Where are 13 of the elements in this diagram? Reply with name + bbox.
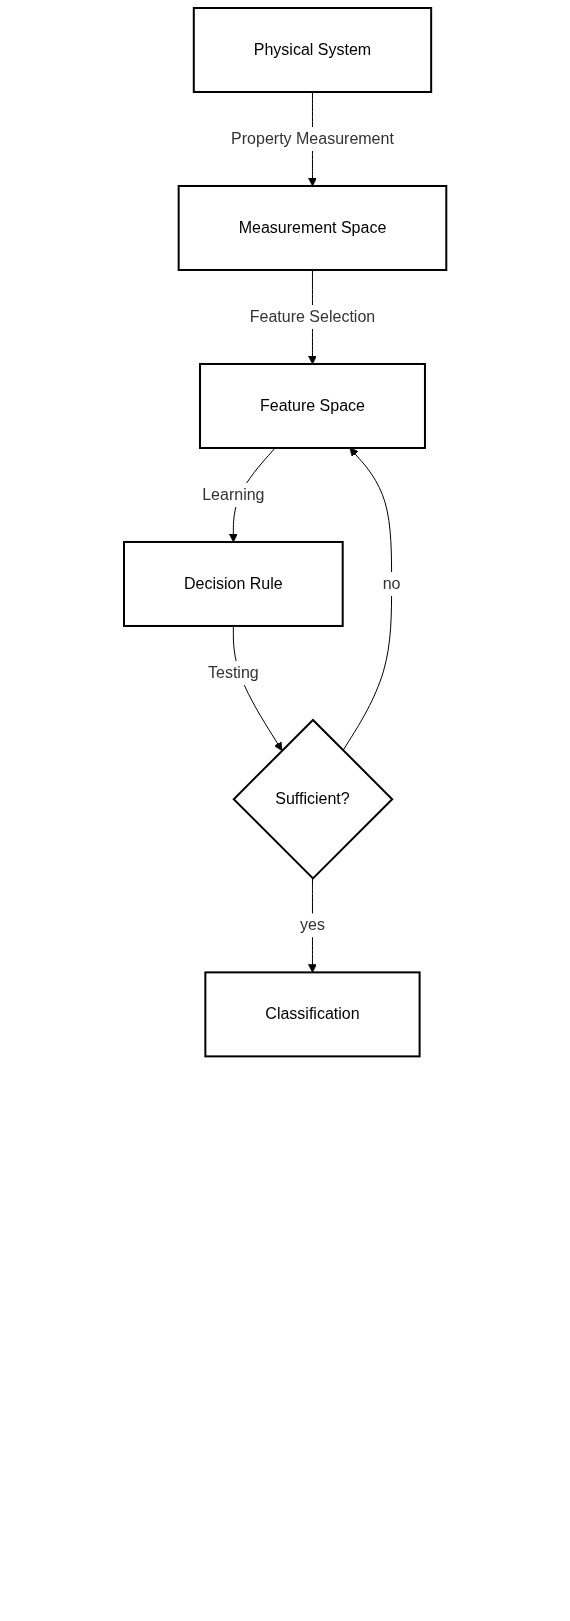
edge-label: Property Measurement <box>230 129 394 147</box>
node-box: Measurement Space <box>177 185 448 271</box>
arrow <box>342 447 392 751</box>
node-box: Feature Space <box>198 363 426 449</box>
edge-label: Testing <box>207 663 259 681</box>
edge-label: yes <box>299 916 325 934</box>
node-box: Physical System <box>192 7 432 93</box>
edge-label: no <box>382 574 401 592</box>
edge-label: Learning <box>202 485 265 503</box>
node-box: Classification <box>204 971 421 1058</box>
edge-label: Feature Selection <box>249 307 376 325</box>
node-box: Decision Rule <box>122 541 344 627</box>
node-diamond: Sufficient? <box>232 718 394 880</box>
